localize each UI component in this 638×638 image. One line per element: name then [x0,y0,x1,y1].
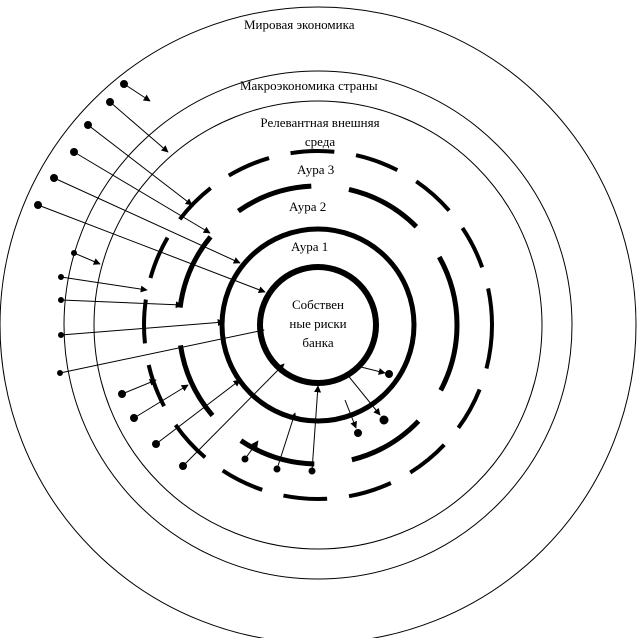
bank-own-risks-ring [257,264,379,386]
aura-2-ring [176,183,460,467]
aura-3-ring [142,149,494,501]
risk-source-dot [152,440,160,448]
risk-arrow [344,399,357,429]
risk-arrow [155,379,241,445]
risk-source-dot [106,98,114,106]
risk-arrow [73,252,101,265]
risk-arrow [182,363,285,467]
aura-3-label: Аура 3 [297,162,335,177]
relevant-environment-circle [93,100,543,550]
relevant-environment-label: Релевантная внешняя среда [240,113,400,151]
risk-arrow [87,124,193,206]
bank-own-risks-label-line-1: Собствен [291,297,345,312]
risk-source-dot [118,390,126,398]
risk-arrow [123,83,151,102]
risk-arrow [345,372,381,416]
risk-arrow [60,299,183,309]
risk-source-dot [70,148,78,156]
risk-arrow [244,440,259,460]
risk-source-dot [179,462,187,470]
world-economy-label: Мировая экономика [244,17,355,32]
risk-source-dot [58,332,64,338]
world-economy-circle [0,6,637,638]
risk-arrow [60,276,148,293]
risk-arrow [73,151,211,234]
risk-source-dot [120,80,128,88]
risk-arrow [37,204,266,294]
risk-arrow [356,365,386,375]
risk-arrow [53,177,241,264]
macroeconomy-circle [63,70,573,580]
risk-source-dot [130,414,138,422]
risk-arrow [121,379,157,395]
risk-source-dot [71,250,77,256]
risk-arrow [276,412,297,470]
relevant-environment-label-line-1: Релевантная внешняя [260,115,380,130]
aura-1-label: Аура 1 [291,239,329,254]
risk-arrow [109,101,169,153]
risk-source-dot [84,121,92,129]
risk-source-dot [58,274,64,280]
risk-target-dot [354,429,362,437]
bank-own-risks-label: Собствен ные риски банка [268,295,368,352]
macroeconomy-label: Макроэкономика страны [240,78,378,93]
inward-risk-arrows [34,80,322,475]
risk-arrow [60,319,225,336]
risk-source-dot [273,465,281,473]
risk-source-dot [58,297,64,303]
risk-target-dot [385,370,393,378]
relevant-environment-label-line-2: среда [304,134,336,149]
risk-source-dot [57,370,63,376]
risk-source-dot [34,201,42,209]
risk-source-dot [308,467,316,475]
outward-risk-arrows [344,365,393,437]
aura-2-label: Аура 2 [289,199,327,214]
risk-arrow [59,327,265,374]
risk-source-dot [50,174,58,182]
risk-arrow [311,385,322,472]
risk-source-dot [241,455,249,463]
risk-arrow [133,384,189,419]
bank-own-risks-label-line-2: ные риски [289,316,347,331]
bank-own-risks-label-line-3: банка [302,335,334,350]
risk-target-dot [379,415,389,425]
